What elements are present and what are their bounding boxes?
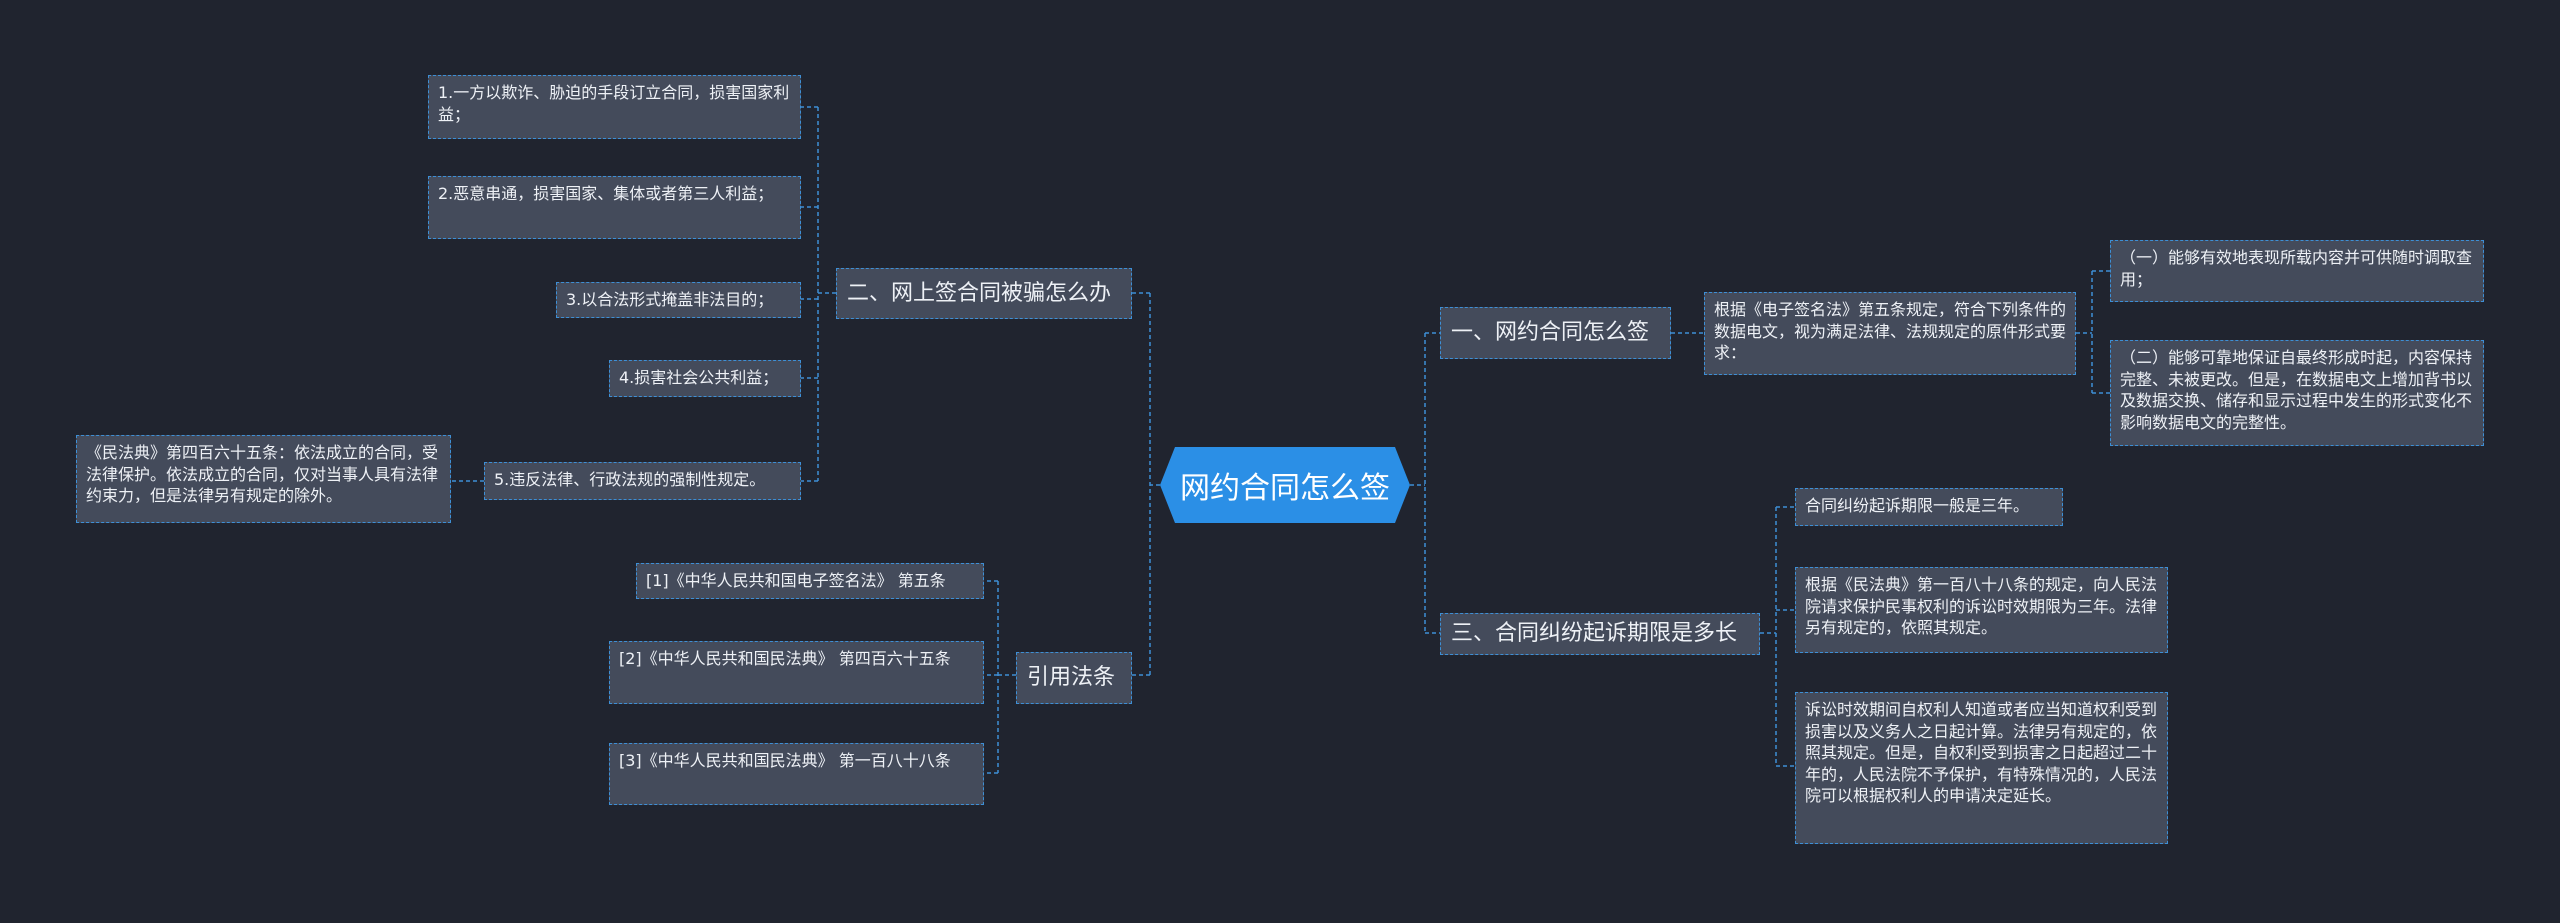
fraud-item-2: 2.恶意串通，损害国家、集体或者第三人利益； <box>428 176 801 239</box>
fraud-item-4: 4.损害社会公共利益； <box>609 360 801 397</box>
branch-refs[interactable]: 引用法条 <box>1016 652 1132 704</box>
root-node[interactable]: 网约合同怎么签 <box>1160 447 1410 523</box>
fraud-item-3: 3.以合法形式掩盖非法目的； <box>556 282 801 318</box>
limit-item-3: 诉讼时效期间自权利人知道或者应当知道权利受到损害以及义务人之日起计算。法律另有规… <box>1795 692 2168 844</box>
branch-fraud[interactable]: 二、网上签合同被骗怎么办 <box>836 268 1132 319</box>
branch-limit[interactable]: 三、合同纠纷起诉期限是多长 <box>1440 613 1760 655</box>
fraud-item-5: 5.违反法律、行政法规的强制性规定。 <box>484 462 801 500</box>
fraud-item-1: 1.一方以欺诈、胁迫的手段订立合同，损害国家利益； <box>428 75 801 139</box>
sign-item-2: （二）能够可靠地保证自最终形成时起，内容保持完整、未被更改。但是，在数据电文上增… <box>2110 340 2484 446</box>
ref-item-3: [3]《中华人民共和国民法典》 第一百八十八条 <box>609 743 984 805</box>
fraud-note: 《民法典》第四百六十五条：依法成立的合同，受法律保护。依法成立的合同，仅对当事人… <box>76 435 451 523</box>
sign-detail: 根据《电子签名法》第五条规定，符合下列条件的数据电文，视为满足法律、法规规定的原… <box>1704 292 2076 375</box>
ref-item-1: [1]《中华人民共和国电子签名法》 第五条 <box>636 563 984 599</box>
limit-item-2: 根据《民法典》第一百八十八条的规定，向人民法院请求保护民事权利的诉讼时效期限为三… <box>1795 567 2168 653</box>
limit-item-1: 合同纠纷起诉期限一般是三年。 <box>1795 488 2063 526</box>
branch-sign[interactable]: 一、网约合同怎么签 <box>1440 307 1671 359</box>
sign-item-1: （一）能够有效地表现所载内容并可供随时调取查用； <box>2110 240 2484 302</box>
ref-item-2: [2]《中华人民共和国民法典》 第四百六十五条 <box>609 641 984 704</box>
